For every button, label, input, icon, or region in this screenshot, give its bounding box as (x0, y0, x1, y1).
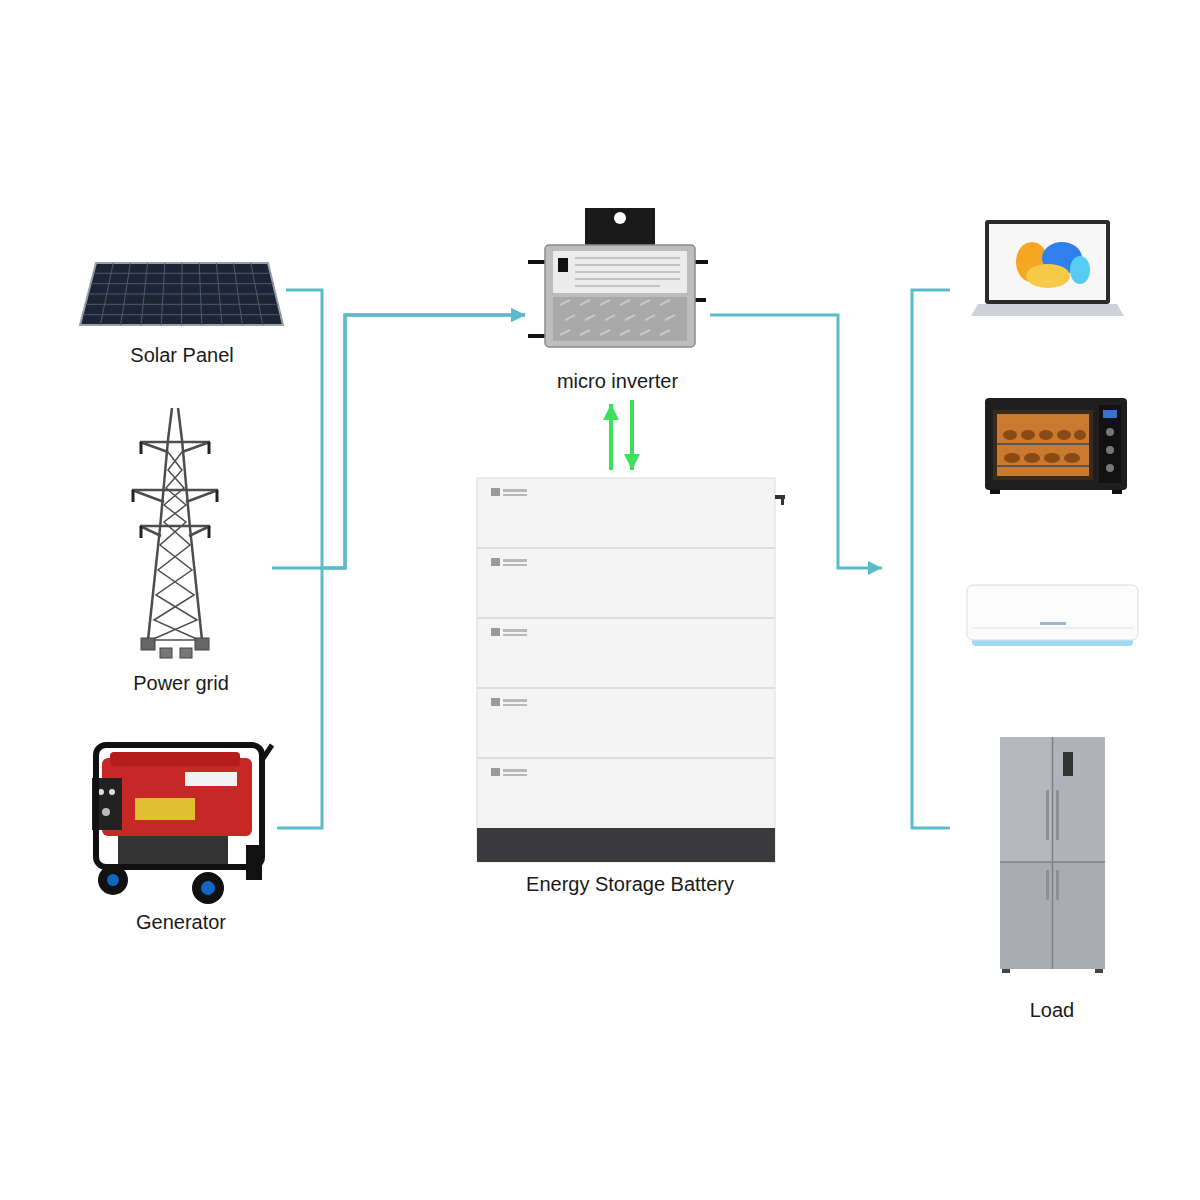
flow-arrow (277, 315, 525, 828)
solar-panel-node: Solar Panel (78, 258, 286, 373)
fridge-picture (1000, 737, 1105, 973)
node-caption: Power grid (90, 671, 272, 695)
air-conditioner-picture (967, 585, 1138, 646)
laptop-picture (971, 220, 1124, 316)
battery-node: Energy Storage Battery (470, 470, 790, 900)
flow-arrow (609, 404, 613, 470)
micro-inverter-picture (528, 208, 708, 347)
load-bracket (912, 290, 950, 828)
power-tower-picture (132, 408, 218, 658)
node-caption: Load (992, 998, 1112, 1022)
flow-arrow (272, 315, 525, 568)
generator-picture (92, 745, 272, 904)
node-caption: Energy Storage Battery (470, 872, 790, 896)
flow-arrow (630, 400, 634, 470)
power-grid-node: Power grid (90, 402, 272, 700)
battery-picture (477, 478, 785, 862)
load-group-node: Load (882, 215, 1147, 1030)
flow-arrow (286, 290, 525, 568)
node-caption: Solar Panel (78, 343, 286, 367)
oven-picture (985, 398, 1127, 494)
node-caption: Generator (85, 910, 277, 934)
solar-panel-picture (80, 263, 283, 325)
generator-node: Generator (85, 733, 277, 938)
inverter-node: micro inverter (525, 205, 710, 402)
flow-arrow (710, 315, 882, 568)
node-caption: micro inverter (525, 369, 710, 393)
